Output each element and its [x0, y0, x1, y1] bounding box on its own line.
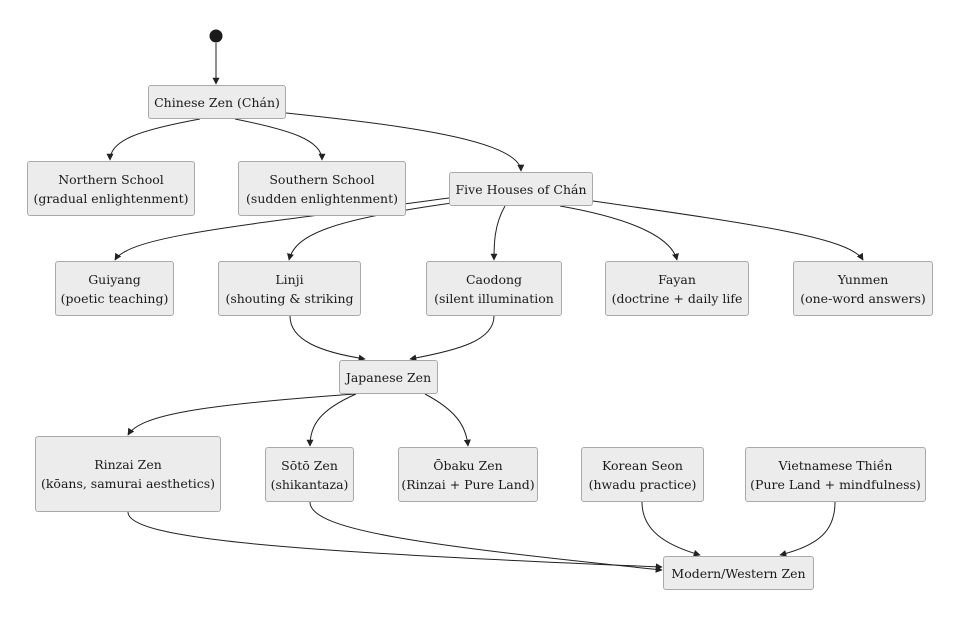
node-label: Ōbaku Zen	[433, 457, 503, 473]
node-rinzai-zen[interactable]: Rinzai Zen (kōans, samurai aesthetics)	[35, 436, 221, 512]
node-label: Southern School	[269, 171, 375, 187]
edge-fivehouses-yunmen	[592, 200, 864, 261]
node-sublabel: (poetic teaching)	[60, 290, 169, 306]
edge-chinese-northern	[106, 118, 201, 161]
node-label: Korean Seon	[602, 457, 683, 473]
node-label: Linji	[275, 271, 304, 287]
node-five-houses[interactable]: Five Houses of Chán	[449, 172, 593, 206]
edge-rinzai-modern	[127, 511, 663, 571]
node-guiyang[interactable]: Guiyang (poetic teaching)	[55, 261, 174, 316]
edge-fivehouses-linji	[287, 202, 453, 261]
edge-vietnamese-modern	[779, 501, 836, 557]
node-sublabel: (gradual enlightenment)	[33, 190, 189, 206]
node-sublabel: (shouting & striking	[225, 290, 354, 306]
edge-chinese-fivehouses	[285, 112, 525, 172]
node-obaku-zen[interactable]: Ōbaku Zen (Rinzai + Pure Land)	[398, 447, 538, 502]
node-sublabel: (silent illumination	[434, 290, 554, 306]
node-linji[interactable]: Linji (shouting & striking	[218, 261, 361, 316]
edge-chinese-southern	[234, 118, 326, 161]
node-sublabel: (doctrine + daily life	[611, 290, 743, 306]
node-label: Yunmen	[837, 271, 889, 287]
node-southern-school[interactable]: Southern School (sudden enlightenment)	[238, 161, 406, 216]
node-label: Fayan	[658, 271, 696, 287]
node-sublabel: (one-word answers)	[800, 290, 926, 306]
edge-fivehouses-caodong	[490, 205, 506, 261]
edge-caodong-japanese	[409, 315, 495, 362]
node-sublabel: (Pure Land + mindfulness)	[750, 476, 921, 492]
node-label: Vietnamese Thiền	[778, 457, 893, 473]
node-vietnamese-thien[interactable]: Vietnamese Thiền (Pure Land + mindfulnes…	[745, 447, 926, 502]
node-label: Caodong	[465, 271, 523, 287]
node-sublabel: (Rinzai + Pure Land)	[401, 476, 535, 492]
start-node	[209, 29, 223, 43]
node-fayan[interactable]: Fayan (doctrine + daily life	[605, 261, 749, 316]
node-label: Chinese Zen (Chán)	[154, 94, 280, 110]
node-label: Modern/Western Zen	[671, 565, 806, 581]
edge-japanese-soto	[306, 393, 357, 447]
edge-soto-modern	[309, 501, 663, 573]
edge-linji-japanese	[289, 315, 366, 362]
node-label: Rinzai Zen	[94, 457, 162, 472]
edge-japanese-obaku	[424, 393, 471, 447]
node-korean-seon[interactable]: Korean Seon (hwadu practice)	[581, 447, 704, 502]
node-label: Japanese Zen	[345, 369, 432, 385]
node-northern-school[interactable]: Northern School (gradual enlightenment)	[27, 161, 195, 216]
node-sublabel: (sudden enlightenment)	[246, 190, 398, 206]
node-yunmen[interactable]: Yunmen (one-word answers)	[793, 261, 933, 316]
node-soto-zen[interactable]: Sōtō Zen (shikantaza)	[265, 447, 354, 502]
node-japanese-zen[interactable]: Japanese Zen	[339, 360, 438, 394]
node-modern-western-zen[interactable]: Modern/Western Zen	[663, 556, 814, 590]
node-caodong[interactable]: Caodong (silent illumination	[426, 261, 562, 316]
edge-fivehouses-fayan	[559, 205, 679, 261]
node-sublabel: (kōans, samurai aesthetics)	[40, 476, 216, 491]
edge-japanese-rinzai	[127, 393, 356, 436]
node-label: Sōtō Zen	[281, 457, 338, 473]
node-sublabel: (shikantaza)	[270, 476, 349, 492]
node-chinese-zen[interactable]: Chinese Zen (Chán)	[148, 85, 286, 119]
node-label: Northern School	[58, 171, 164, 187]
edge-korean-modern	[641, 501, 701, 557]
node-label: Five Houses of Chán	[455, 181, 587, 197]
node-sublabel: (hwadu practice)	[588, 476, 697, 492]
node-label: Guiyang	[88, 271, 141, 287]
